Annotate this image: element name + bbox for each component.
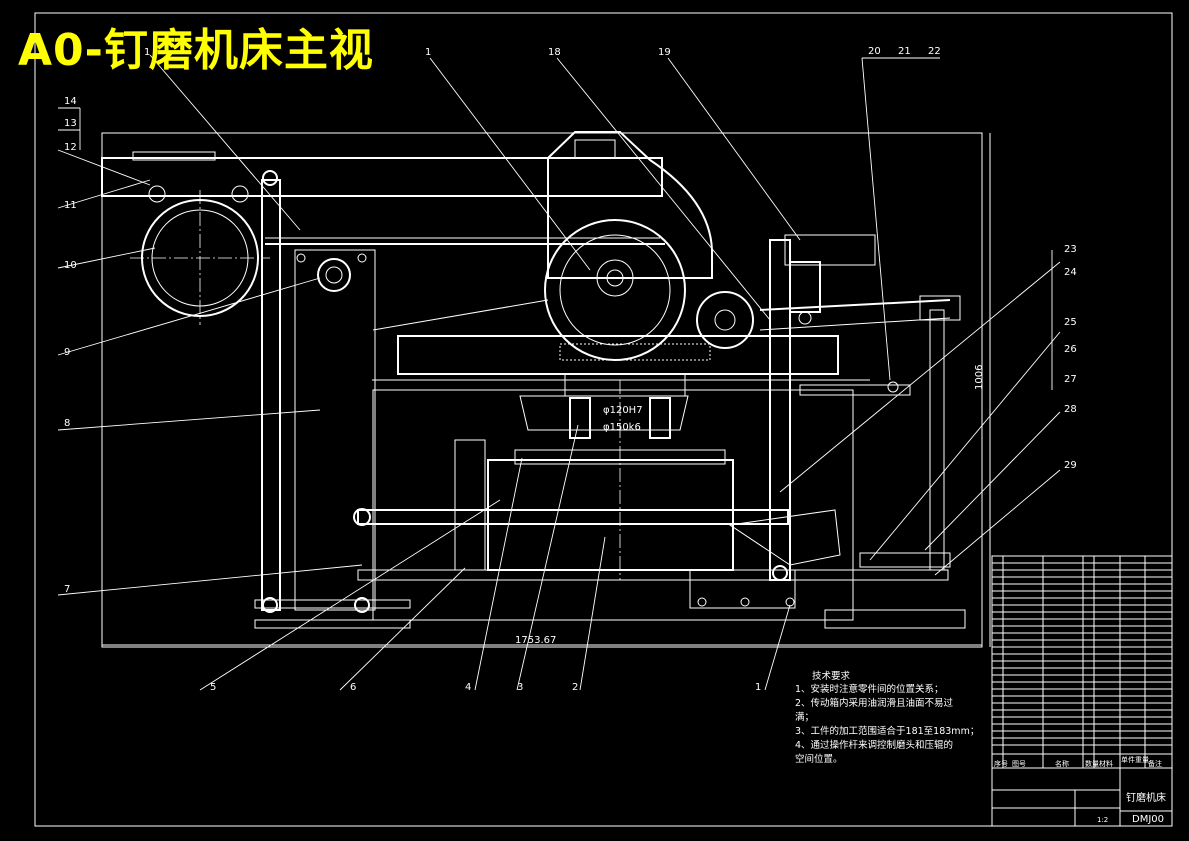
svg-text:3: 3 — [517, 682, 523, 693]
svg-text:6: 6 — [350, 682, 356, 693]
technical-notes: 技术要求 1、安装时注意零件间的位置关系； 2、传动箱内采用油润滑且油面不易过 … — [795, 670, 979, 765]
beam-cap — [132, 151, 216, 161]
svg-text:图号: 图号 — [1012, 760, 1026, 768]
fit-lower-text: φ150k6 — [603, 422, 641, 433]
lever-column — [769, 239, 791, 581]
part-numbers: 1 1 18 19 20 21 22 14 13 12 11 10 9 8 7 … — [64, 46, 1077, 693]
svg-text:4: 4 — [465, 682, 471, 693]
svg-text:技术要求: 技术要求 — [812, 670, 851, 682]
svg-text:9: 9 — [64, 347, 70, 358]
svg-text:19: 19 — [658, 47, 671, 58]
gearbox — [487, 459, 734, 571]
page-title: A0-钉磨机床主视 — [18, 25, 374, 76]
svg-text:26: 26 — [1064, 344, 1077, 355]
svg-text:单件重量: 单件重量 — [1121, 755, 1149, 764]
svg-text:名称: 名称 — [1055, 759, 1069, 768]
dim-height-text: 1006 — [974, 365, 985, 390]
part-leaders — [57, 54, 1061, 691]
svg-text:1、安装时注意零件间的位置关系；: 1、安装时注意零件间的位置关系； — [795, 683, 944, 695]
svg-text:DMJ00: DMJ00 — [1132, 814, 1164, 825]
svg-text:27: 27 — [1064, 374, 1077, 385]
svg-text:24: 24 — [1064, 267, 1077, 278]
svg-text:18: 18 — [548, 47, 561, 58]
svg-text:11: 11 — [64, 200, 77, 211]
wheel-guard — [547, 131, 713, 279]
svg-text:1: 1 — [755, 682, 761, 693]
top-beam — [101, 157, 663, 197]
svg-text:数量: 数量 — [1085, 759, 1099, 768]
svg-text:28: 28 — [1064, 404, 1077, 415]
svg-text:2、传动箱内采用油润滑且油面不易过: 2、传动箱内采用油润滑且油面不易过 — [795, 697, 954, 709]
dim-width-text: 1753.67 — [515, 635, 556, 646]
svg-text:满；: 满； — [795, 712, 814, 723]
svg-text:3、工件的加工范围适合于181至183mm；: 3、工件的加工范围适合于181至183mm； — [795, 725, 979, 737]
parts-list-table: 序号 图号 名称 数量 材料 单件重量 备注 — [991, 555, 1173, 769]
svg-text:14: 14 — [64, 96, 77, 107]
svg-text:25: 25 — [1064, 317, 1077, 328]
work-table — [397, 335, 839, 375]
machine-base-frame — [101, 132, 983, 648]
svg-text:5: 5 — [210, 682, 216, 693]
svg-text:8: 8 — [64, 418, 70, 429]
drive-pulley — [696, 291, 754, 349]
svg-text:1: 1 — [425, 47, 431, 58]
gear-sector — [728, 509, 841, 566]
svg-text:29: 29 — [1064, 460, 1077, 471]
svg-text:12: 12 — [64, 142, 77, 153]
fit-upper-text: φ120H7 — [603, 405, 643, 416]
left-column — [261, 179, 281, 611]
svg-text:备注: 备注 — [1148, 759, 1162, 768]
svg-text:4、通过操作杆来调控制磨头和压辊的: 4、通过操作杆来调控制磨头和压辊的 — [795, 739, 953, 751]
svg-text:23: 23 — [1064, 244, 1077, 255]
svg-text:材料: 材料 — [1099, 759, 1113, 768]
svg-text:2: 2 — [572, 682, 578, 693]
svg-text:10: 10 — [64, 260, 77, 271]
svg-text:21: 21 — [898, 46, 911, 57]
svg-text:7: 7 — [64, 584, 70, 595]
sheet-border — [34, 12, 1173, 827]
svg-text:1: 1 — [144, 47, 150, 58]
grinding-wheel — [544, 219, 686, 361]
svg-text:1:2: 1:2 — [1097, 816, 1108, 824]
svg-text:序号: 序号 — [994, 759, 1008, 768]
svg-text:20: 20 — [868, 46, 881, 57]
svg-text:钉磨机床: 钉磨机床 — [1126, 791, 1166, 804]
svg-text:空间位置。: 空间位置。 — [795, 753, 843, 765]
svg-text:13: 13 — [64, 118, 77, 129]
title-block: 钉磨机床 DMJ00 1:2 — [991, 767, 1173, 827]
svg-text:22: 22 — [928, 46, 941, 57]
